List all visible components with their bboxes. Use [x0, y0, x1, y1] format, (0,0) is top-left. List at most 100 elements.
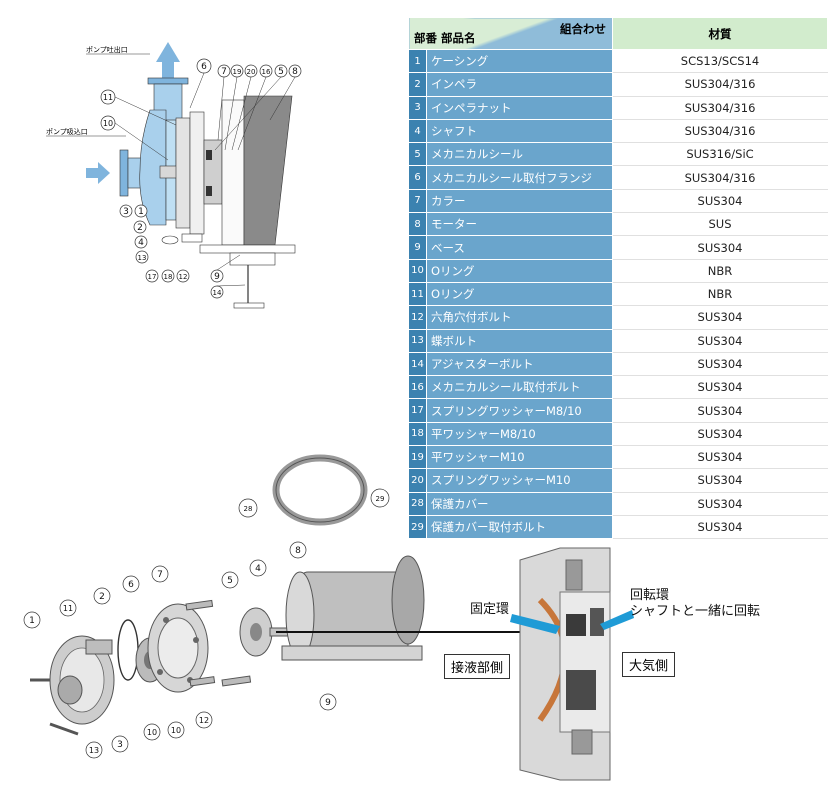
svg-text:11: 11: [103, 93, 113, 102]
part-name: カラー: [426, 188, 613, 214]
header-part: 部番 部品名: [414, 31, 476, 45]
ex-callout-1: 1: [23, 611, 41, 629]
part-number: 12: [408, 305, 427, 330]
svg-text:8: 8: [295, 546, 301, 556]
svg-text:28: 28: [244, 505, 253, 513]
part-name: ベース: [426, 235, 613, 260]
part-number: 5: [408, 142, 427, 167]
svg-text:18: 18: [164, 273, 173, 281]
svg-text:3: 3: [123, 207, 129, 217]
ex-callout-2: 2: [93, 587, 111, 605]
part-material: SUS304: [612, 468, 828, 493]
svg-text:12: 12: [179, 273, 188, 281]
ex-callout-29: 29: [370, 488, 390, 508]
svg-text:4: 4: [255, 564, 261, 574]
seal-detail-cutaway: [519, 547, 611, 781]
callout-18: 18: [161, 269, 175, 283]
svg-text:11: 11: [63, 604, 73, 613]
part-number: 3: [408, 95, 427, 120]
casing-part: [49, 635, 115, 725]
svg-text:20: 20: [247, 68, 256, 76]
svg-text:14: 14: [213, 289, 222, 297]
part-number: 1: [408, 48, 427, 74]
part-name: メカニカルシール: [426, 142, 613, 167]
part-material: SCS13/SCS14: [612, 48, 828, 74]
svg-text:5: 5: [278, 67, 284, 77]
part-material: SUS304: [612, 351, 828, 377]
mechanical-seal-part: [239, 607, 273, 657]
part-name: 蝶ボルト: [426, 328, 613, 353]
part-number: 19: [408, 445, 427, 470]
atmosphere-side-label: 大気側: [622, 652, 676, 677]
part-material: SUS304/316: [612, 118, 828, 144]
outlet-label: ポンプ吐出口: [86, 45, 128, 54]
rotating-ring-label: 回転環: [630, 588, 670, 603]
svg-text:3: 3: [117, 740, 123, 750]
callout-2: 2: [133, 220, 147, 234]
svg-text:19: 19: [233, 68, 242, 76]
svg-text:2: 2: [137, 223, 143, 233]
part-number: 14: [408, 351, 427, 377]
callout-19: 19: [230, 64, 244, 78]
part-material: SUS304: [612, 491, 828, 516]
part-number: 10: [408, 258, 427, 283]
part-material: SUS304: [612, 445, 828, 470]
callout-1: 1: [134, 204, 148, 218]
part-name: 平ワッシャーM8/10: [426, 421, 613, 447]
ex-callout-5: 5: [221, 571, 239, 589]
part-name: インペラナット: [426, 95, 613, 120]
svg-text:2: 2: [99, 592, 105, 602]
part-number: 16: [408, 375, 427, 400]
part-material: SUS304/316: [612, 72, 828, 97]
ex-callout-8: 8: [289, 541, 307, 559]
callout-8: 8: [288, 64, 302, 78]
table-header-row: 組合わせ 部番 部品名 材質: [408, 17, 828, 50]
callout-20: 20: [244, 64, 258, 78]
part-number: 28: [408, 491, 427, 516]
part-material: SUS304: [612, 328, 828, 353]
part-material: SUS304/316: [612, 95, 828, 120]
svg-text:7: 7: [221, 67, 227, 77]
callout-5: 5: [274, 64, 288, 78]
motor-part: [281, 555, 425, 661]
svg-text:4: 4: [138, 238, 144, 248]
part-material: SUS316/SiC: [612, 142, 828, 167]
svg-text:1: 1: [138, 207, 144, 217]
seal-flange-part: [147, 603, 209, 693]
part-name: メカニカルシール取付ボルト: [426, 375, 613, 400]
part-number: 29: [408, 514, 427, 540]
svg-text:17: 17: [148, 273, 157, 281]
svg-text:9: 9: [214, 272, 220, 282]
svg-text:6: 6: [201, 62, 207, 72]
ex-callout-4: 4: [249, 559, 267, 577]
callout-3: 3: [119, 204, 133, 218]
ex-callout-6: 6: [122, 575, 140, 593]
svg-text:7: 7: [157, 570, 163, 580]
part-name: インペラ: [426, 72, 613, 97]
callout-12: 12: [176, 269, 190, 283]
part-number: 13: [408, 328, 427, 353]
part-name: 六角穴付ボルト: [426, 305, 613, 330]
part-material: NBR: [612, 281, 828, 307]
svg-text:1: 1: [29, 616, 35, 626]
part-name: 平ワッシャーM10: [426, 445, 613, 470]
svg-text:10: 10: [103, 119, 113, 128]
part-material: SUS304: [612, 398, 828, 423]
svg-text:10: 10: [147, 728, 157, 737]
part-name: アジャスターボルト: [426, 351, 613, 377]
callout-11: 11: [100, 89, 116, 105]
svg-text:16: 16: [262, 68, 271, 76]
part-name: 保護カバー取付ボルト: [426, 514, 613, 540]
